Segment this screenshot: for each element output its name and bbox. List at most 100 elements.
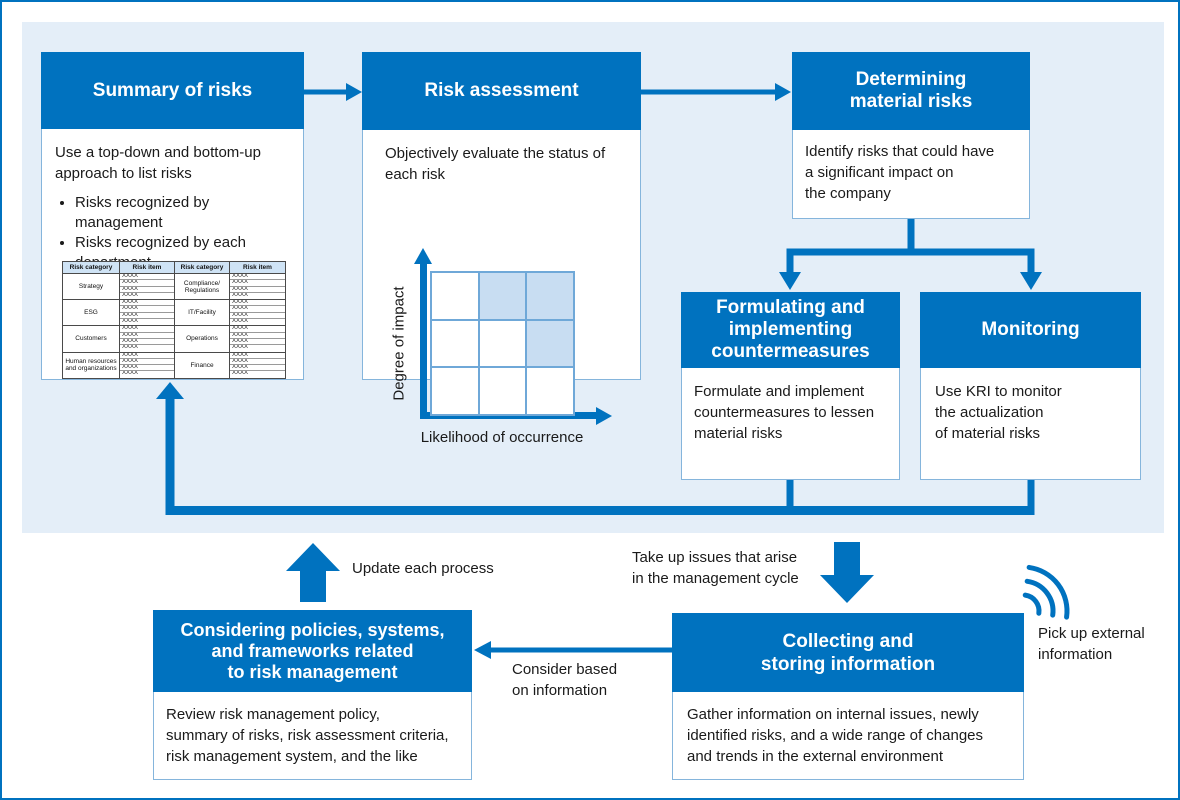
risk-items-cell: XXXX XXXX XXXX XXXX [119,299,175,327]
matrix-cell [431,272,479,320]
monitoring-body-text: Use KRI to monitor the actualization of … [935,383,1062,442]
matrix-cell [431,319,479,368]
collecting-body: Gather information on internal issues, n… [673,693,1023,779]
summary-of-risks-title: Summary of risks [41,52,304,129]
risk-items-cell: XXXX XXXX XXXX XXXX [119,325,175,353]
risk-table-row: ESG XXXX XXXX XXXX XXXX IT/Facility XXXX… [62,299,286,327]
risk-assessment-title: Risk assessment [362,52,641,130]
risk-item: XXXX [230,287,285,293]
risk-item: XXXX [232,319,249,325]
risk-table-row: Strategy XXXX XXXX XXXX XXXX Compliance/… [62,272,286,301]
risk-item: XXXX [120,359,174,366]
risk-items-cell: XXXX XXXX XXXX XXXX [229,351,286,379]
update-process-arrow [286,543,340,602]
risk-item: XXXX [230,300,285,307]
risk-item: XXXX [230,365,285,372]
risk-category-cell: IT/Facility [174,299,230,327]
matrix-cell [478,319,527,368]
y-axis-line [420,263,427,419]
formulating-title: Formulating and implementing countermeas… [681,292,900,368]
risk-item: XXXX [120,287,174,293]
risk-item: XXXX [230,333,285,339]
risk-table-header-row: Risk category Risk item Risk category Ri… [62,261,286,274]
risk-item: XXXX [122,345,139,351]
risk-item: XXXX [120,353,174,359]
risk-item: XXXX [230,339,285,346]
collecting-body-text: Gather information on internal issues, n… [687,706,984,765]
risk-item: XXXX [120,339,174,346]
risk-category-cell: Finance [174,351,230,379]
y-axis-arrowhead [414,248,432,264]
summary-of-risks-body: Use a top-down and bottom-up approach to… [42,130,303,379]
determining-title: Determining material risks [792,52,1030,130]
considering-body-text: Review risk management policy, summary o… [166,706,449,765]
risk-assessment-box: Risk assessment Objectively evaluate the… [362,52,641,446]
risk-category-cell: Human resources and organizations [62,351,120,379]
risk-item: XXXX [122,292,139,298]
risk-category-cell: Compliance/ Regulations [174,272,230,301]
collecting-storing-information-box: Collecting and storing information Gathe… [672,613,1024,780]
risk-item: XXXX [120,326,174,333]
considering-title: Considering policies, systems, and frame… [153,610,472,692]
matrix-cell [478,272,527,320]
risk-items-cell: XXXX XXXX XXXX XXXX [229,325,286,353]
collecting-title: Collecting and storing information [672,613,1024,692]
risk-item: XXXX [122,319,139,325]
risk-table-header: Risk category [174,261,230,274]
consider-based-label: Consider based on information [512,661,618,699]
consider-based-arrow [474,641,672,659]
risk-item: XXXX [230,280,285,287]
risk-item: XXXX [120,365,174,372]
matrix-cell [526,319,574,368]
risk-item: XXXX [120,274,174,281]
matrix-y-label: Degree of impact [390,286,408,401]
monitoring-title: Monitoring [920,292,1141,368]
risk-item: XXXX [120,313,174,320]
monitoring-box: Monitoring Use KRI to monitor the actual… [920,292,1141,480]
considering-policies-box: Considering policies, systems, and frame… [153,610,472,780]
external-signal-icon [1022,564,1070,620]
risk-items-cell: XXXX XXXX XXXX XXXX [119,272,175,301]
summary-bullet: Risks recognized by management [75,193,290,233]
risk-category-cell: Strategy [62,272,120,301]
risk-item: XXXX [232,345,249,351]
risk-table-header: Risk item [229,261,286,274]
risk-table-row: Customers XXXX XXXX XXXX XXXX Operations… [62,325,286,353]
formulating-body: Formulate and implement countermeasures … [682,369,899,479]
pick-up-external-label: Pick up external information [1038,625,1145,663]
risk-table-header: Risk category [62,261,120,274]
risk-matrix-grid [430,271,575,416]
determining-material-risks-box: Determining material risks Identify risk… [792,52,1030,219]
risk-items-cell: XXXX XXXX XXXX XXXX [229,272,286,301]
update-process-label: Update each process [352,560,494,577]
determining-body-text: Identify risks that could have a signifi… [805,143,995,202]
risk-table-header: Risk item [119,261,175,274]
assessment-intro-text: Objectively evaluate the status of each … [385,145,606,183]
risk-category-cell: ESG [62,299,120,327]
x-axis-arrowhead [596,406,612,425]
risk-item: XXXX [232,371,249,377]
risk-table-row: Human resources and organizations XXXX X… [62,351,286,379]
risk-category-cell: Customers [62,325,120,353]
monitoring-body: Use KRI to monitor the actualization of … [921,369,1140,479]
risk-item: XXXX [230,274,285,281]
formulating-countermeasures-box: Formulating and implementing countermeas… [681,292,900,480]
risk-item: XXXX [230,326,285,333]
risk-item: XXXX [120,280,174,287]
risk-items-cell: XXXX XXXX XXXX XXXX [229,299,286,327]
summary-intro-text: Use a top-down and bottom-up approach to… [55,144,261,182]
take-up-issues-arrow [820,542,874,603]
risk-item: XXXX [122,371,139,377]
summary-of-risks-box: Summary of risks Use a top-down and bott… [41,52,304,380]
matrix-cell [526,272,574,320]
risk-category-cell: Operations [174,325,230,353]
risk-assessment-body: Objectively evaluate the status of each … [363,131,640,446]
risk-item: XXXX [230,353,285,359]
risk-item: XXXX [120,333,174,339]
formulating-body-text: Formulate and implement countermeasures … [694,383,875,442]
risk-item: XXXX [230,359,285,366]
risk-item: XXXX [230,306,285,313]
take-up-issues-label: Take up issues that arise in the managem… [632,549,799,587]
considering-body: Review risk management policy, summary o… [154,693,471,779]
